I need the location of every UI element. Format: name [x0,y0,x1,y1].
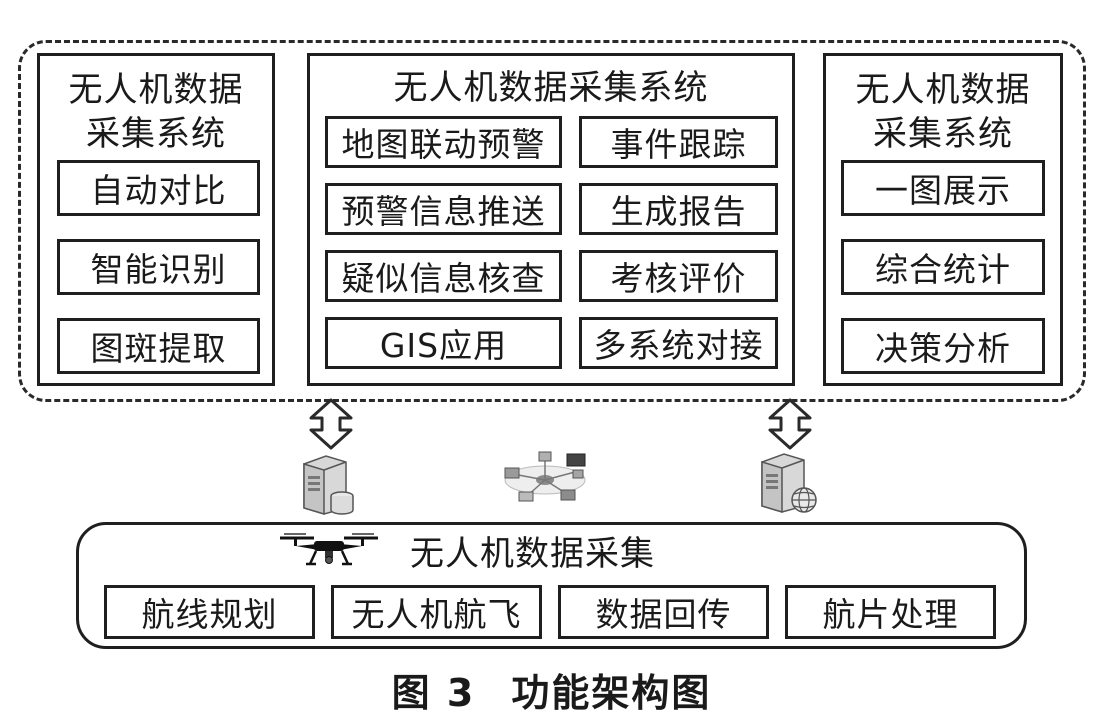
system-layer-frame [18,40,1086,402]
middle-item-alert-push: 预警信息推送 [325,183,562,235]
drone-icon [280,533,378,566]
data-collection-title: 无人机数据采集 [410,534,655,574]
middle-item-gis-app: GIS应用 [325,317,562,369]
bottom-item-drone-flight: 无人机航飞 [331,585,542,639]
left-panel-title-line2: 采集系统 [86,114,226,154]
figure-number: 图 3 [391,671,476,715]
middle-item-report: 生成报告 [579,183,778,235]
double-arrow-icon [768,398,812,450]
middle-item-assessment: 考核评价 [579,250,778,302]
web-server-icon [761,453,817,514]
bottom-item-route-planning: 航线规划 [104,585,315,639]
left-item-patch-extraction: 图斑提取 [57,318,260,374]
middle-panel: 无人机数据采集系统 地图联动预警 预警信息推送 疑似信息核查 GIS应用 事件跟… [307,53,795,386]
right-panel: 无人机数据 采集系统 一图展示 综合统计 决策分析 [823,53,1063,386]
right-panel-title-line2: 采集系统 [873,114,1013,154]
right-item-one-map: 一图展示 [841,160,1045,216]
bottom-item-photo-processing: 航片处理 [785,585,996,639]
bottom-item-data-return: 数据回传 [558,585,769,639]
database-server-icon [303,455,354,516]
right-item-decision-analysis: 决策分析 [841,318,1045,374]
network-devices-icon [504,451,586,502]
left-panel-title-line1: 无人机数据 [68,70,244,110]
middle-panel-title: 无人机数据采集系统 [393,68,709,108]
left-panel: 无人机数据 采集系统 自动对比 智能识别 图斑提取 [37,53,275,386]
double-arrow-icon [309,398,353,450]
right-panel-title-line1: 无人机数据 [855,70,1031,110]
left-item-auto-compare: 自动对比 [57,160,260,216]
middle-item-suspect-check: 疑似信息核查 [325,250,562,302]
figure-title: 功能架构图 [511,671,712,715]
middle-item-event-tracking: 事件跟踪 [579,116,778,168]
right-item-statistics: 综合统计 [841,239,1045,295]
middle-item-system-integration: 多系统对接 [579,317,778,369]
middle-item-map-alert: 地图联动预警 [325,116,562,168]
figure-caption: 图 3 功能架构图 [0,668,1103,718]
left-item-smart-recognition: 智能识别 [57,239,260,295]
